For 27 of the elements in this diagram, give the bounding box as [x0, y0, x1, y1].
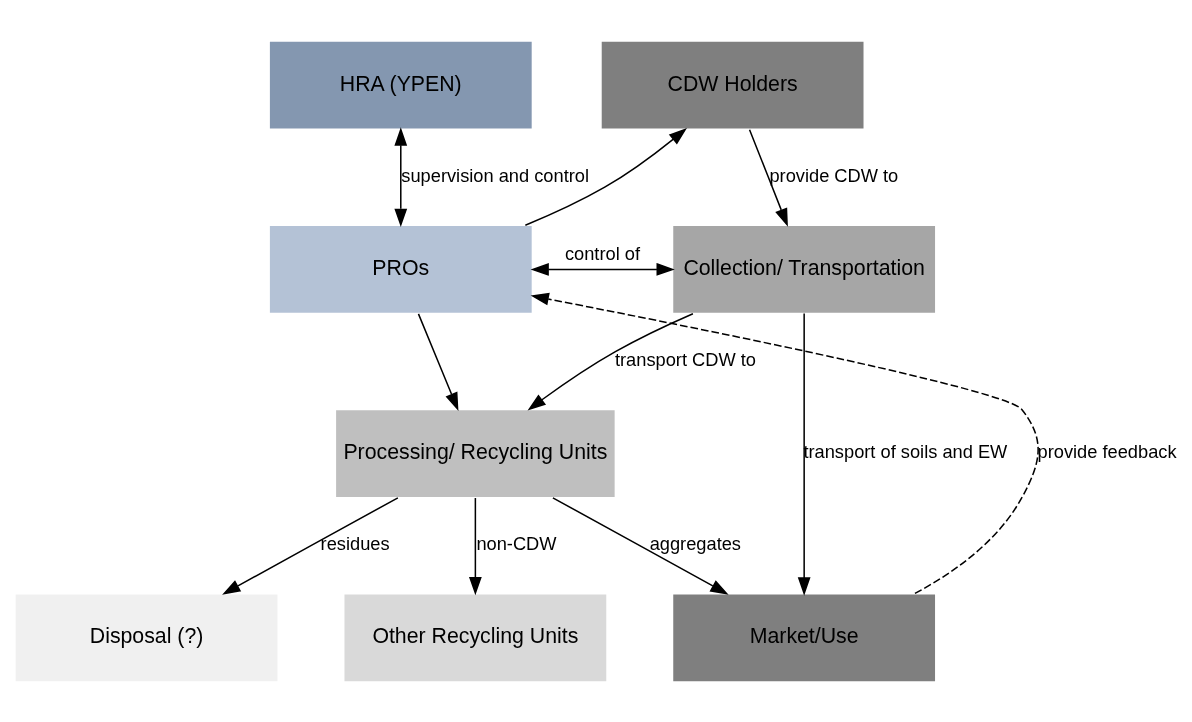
node-box: Market/Use — [671, 592, 937, 683]
edge-label: residues — [320, 532, 390, 554]
node-box: HRA (YPEN) — [268, 39, 534, 130]
arrow — [530, 292, 1039, 594]
edge-label: aggregates — [649, 532, 741, 554]
arrow — [530, 262, 675, 276]
node-box: Collection/ Transportation — [671, 224, 937, 314]
node-box: Disposal (?) — [14, 592, 279, 683]
arrow — [394, 126, 408, 227]
arrow — [797, 312, 811, 596]
arrow — [527, 312, 694, 410]
edge-label: provide feedback — [1037, 440, 1177, 462]
arrow — [524, 127, 687, 226]
arrow — [468, 496, 482, 595]
node-box: Processing/ Recycling Units — [334, 408, 617, 498]
edge-label: control of — [564, 242, 641, 264]
edge-label: supervision and control — [401, 164, 589, 186]
edge-label: transport CDW to — [614, 348, 756, 370]
edge-label: non-CDW — [476, 532, 557, 554]
arrow — [222, 496, 399, 595]
edge-label: provide CDW to — [769, 164, 899, 186]
node-box: CDW Holders — [600, 39, 866, 130]
node-box: PROs — [268, 224, 534, 314]
arrow — [417, 312, 459, 411]
arrow — [552, 496, 729, 595]
arrow — [748, 128, 788, 227]
node-box: Other Recycling Units — [342, 592, 608, 683]
